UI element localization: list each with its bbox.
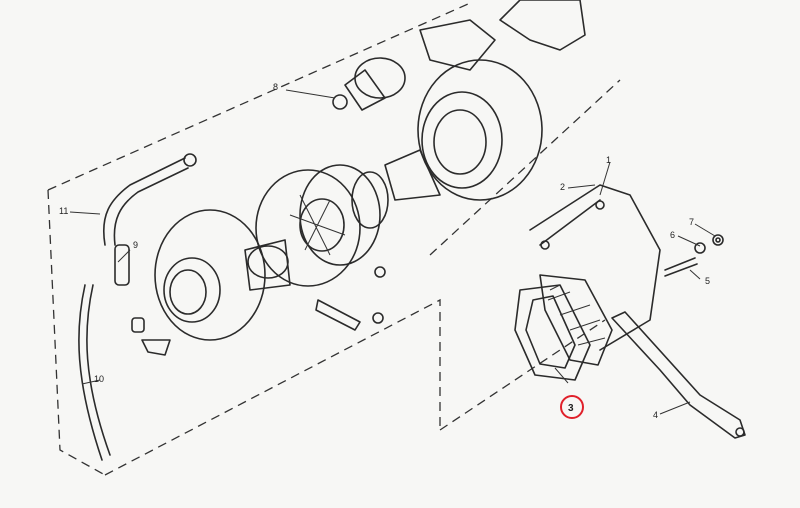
label-8: 8 <box>273 82 278 92</box>
label-9: 9 <box>133 240 138 250</box>
label-5: 5 <box>705 276 710 286</box>
label-10: 10 <box>94 374 104 384</box>
label-4: 4 <box>653 410 658 420</box>
turbine-wheel-assembly <box>255 164 389 287</box>
oil-drain-tube <box>78 244 171 461</box>
stud-washer-nut <box>664 234 724 277</box>
compressor-housing <box>384 0 586 201</box>
flange-plate <box>539 274 613 366</box>
label-3: 3 <box>568 403 574 414</box>
support-bracket <box>315 299 384 331</box>
oil-feed-pipe <box>103 153 197 246</box>
flange-gasket <box>514 284 591 381</box>
label-11: 11 <box>59 206 68 216</box>
callout-leaders <box>69 89 716 415</box>
label-6: 6 <box>670 230 675 240</box>
wastegate-actuator <box>332 57 406 111</box>
label-7: 7 <box>689 217 694 227</box>
callout-labels: 8 11 9 10 2 1 4 5 6 7 <box>59 82 710 420</box>
label-2: 2 <box>560 182 565 192</box>
assembly-boundary <box>47 3 621 476</box>
highlight-circle <box>560 395 584 419</box>
exhaust-elbow <box>529 184 661 351</box>
lever-bracket <box>611 311 746 439</box>
highlight-callout-3: 3 <box>560 395 584 419</box>
turbine-housing <box>154 209 291 341</box>
label-1: 1 <box>606 155 611 165</box>
